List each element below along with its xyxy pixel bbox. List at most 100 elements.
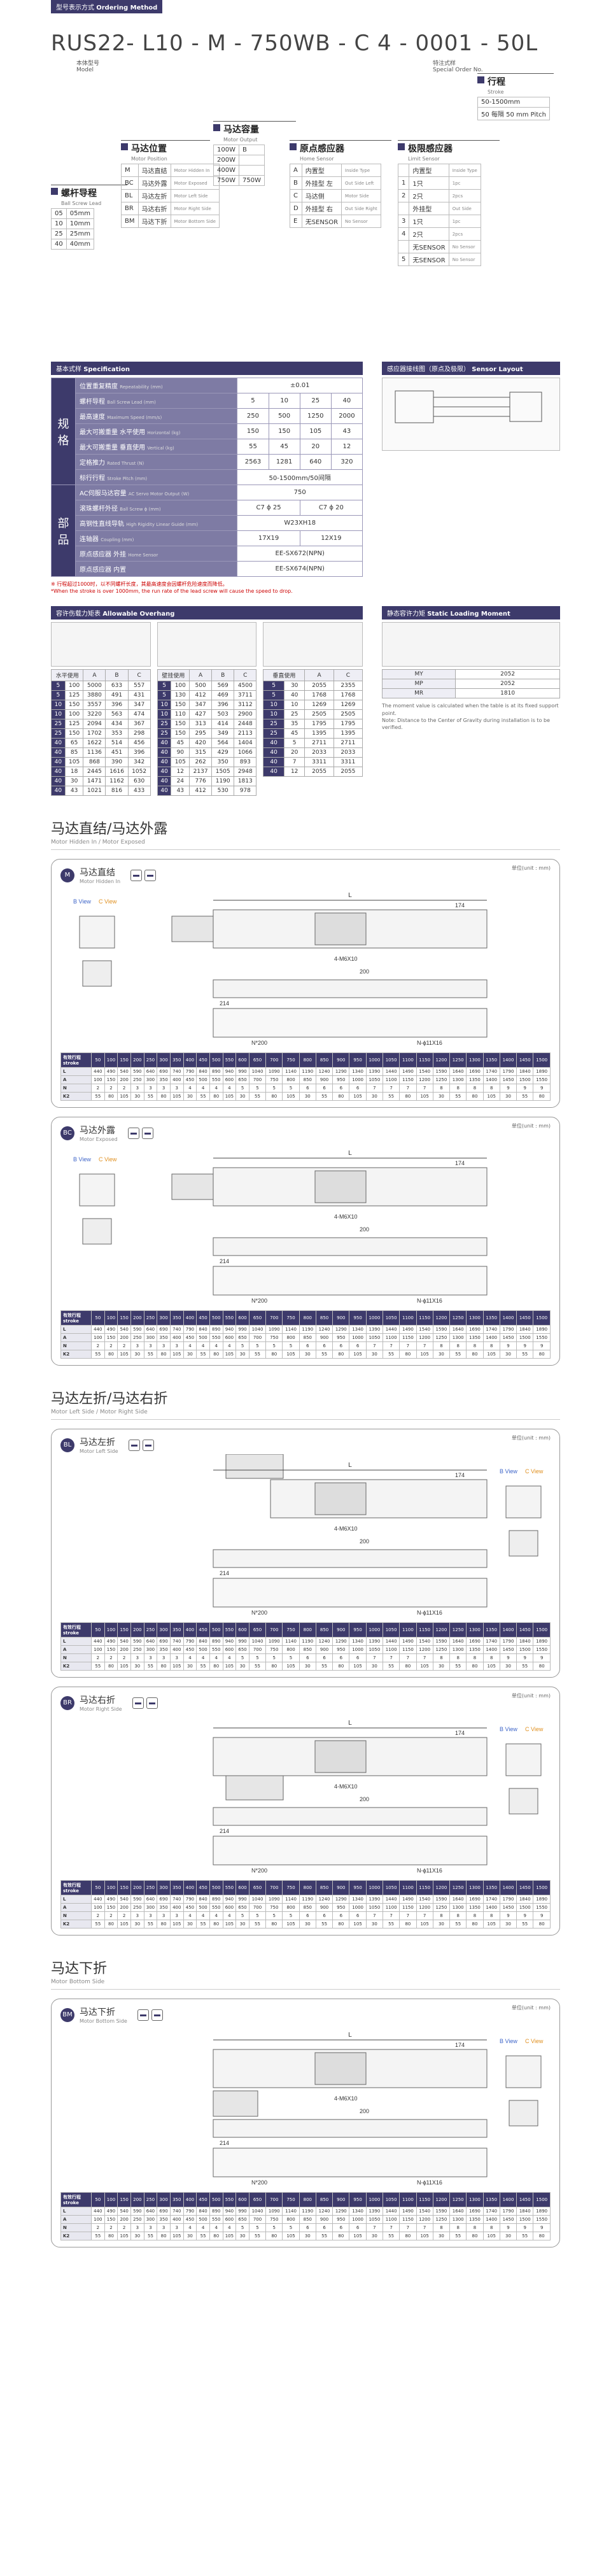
dimension-cell: 105 — [222, 1092, 237, 1101]
dimension-cell: 30 — [298, 1350, 316, 1359]
dimension-cell: 1400 — [482, 1903, 500, 1913]
dimension-cell: 1540 — [416, 1637, 433, 1646]
overhang-cell: 5 — [51, 690, 66, 701]
moment-value: 2052 — [455, 669, 560, 680]
dimension-cell: 200 — [117, 1075, 131, 1085]
dimension-stroke-cell: 650 — [248, 1310, 267, 1326]
dimension-cell: 55 — [382, 1662, 400, 1671]
actuator-icon — [137, 2009, 149, 2021]
dim-174-label: 174 — [455, 1472, 465, 1478]
overhang-cell: 353 — [105, 728, 129, 739]
motor-body — [213, 2090, 258, 2117]
dimension-cell: 1250 — [432, 1075, 451, 1085]
dimension-cell: 900 — [315, 1903, 334, 1913]
overhang-head-cell: 水平使用 — [50, 669, 84, 682]
dimension-cell: 4 — [183, 1084, 197, 1093]
dimension-cell: 9 — [533, 2223, 551, 2233]
option-cell-en: Out Side Right — [345, 206, 377, 211]
overhang-cell: 105 — [64, 757, 84, 768]
dimension-stroke-cell: 700 — [265, 1310, 283, 1326]
dimension-cell: 7 — [365, 1341, 384, 1351]
dimension-cell: 105 — [282, 1350, 300, 1359]
slider-table — [314, 2052, 367, 2085]
overhang-cell: 1269 — [304, 700, 334, 711]
dimension-stroke-cell: 150 — [117, 1622, 131, 1638]
option-cell: BL — [121, 189, 139, 202]
spec-unit: Coupling (mm) — [101, 537, 134, 542]
option-cell: 750W — [238, 175, 265, 186]
dimension-cell: 450 — [183, 1075, 197, 1085]
dimension-cell: 5 — [235, 1911, 249, 1921]
dimension-cell: 1200 — [416, 1903, 433, 1913]
option-cell — [397, 202, 410, 215]
dimension-cell: 80 — [399, 1350, 417, 1359]
dimension-cell: 590 — [130, 1325, 144, 1334]
dimension-cell: 5 — [248, 1911, 267, 1921]
dimension-cell: 6 — [332, 2223, 350, 2233]
dimension-stroke-cell: 1500 — [533, 1310, 551, 1326]
dimension-cell: 1350 — [466, 1333, 484, 1343]
dimension-cell: 55 — [382, 1350, 400, 1359]
overhang-cell: 1269 — [333, 700, 363, 711]
dimension-cell: 1440 — [382, 2207, 400, 2216]
dimension-cell: 300 — [143, 1903, 158, 1913]
dimension-cell: 55 — [315, 1092, 334, 1101]
dimension-cell: 740 — [169, 1637, 184, 1646]
dim-174-label: 174 — [455, 1160, 465, 1166]
lead-title: 螺杆导程 — [51, 185, 127, 201]
dimension-stroke-cell: 1250 — [449, 1622, 467, 1638]
overhang-cell: 1471 — [83, 776, 106, 787]
overhang-cell: 7 — [283, 757, 306, 768]
dimension-cell: 55 — [143, 1092, 158, 1101]
catalog-page: 型号表示方式 Ordering Method RUS22- L10 - M - … — [50, 0, 560, 2248]
spec-label-cn: 定格推力 — [80, 460, 105, 467]
option-cell: 4 — [397, 227, 410, 241]
dimension-cell: 1140 — [282, 2207, 300, 2216]
dimension-cell: 740 — [169, 2207, 184, 2216]
dimension-stroke-cell: 650 — [248, 2192, 267, 2208]
overhang-cell: 349 — [211, 728, 235, 739]
overhang-cell: 5 — [263, 690, 284, 701]
dimension-cell: 3 — [157, 1911, 171, 1921]
option-cell: 马达直结 — [137, 164, 171, 177]
dimension-cell: 790 — [183, 1637, 197, 1646]
dimension-cell: 3 — [143, 2223, 158, 2233]
actuator-icon — [130, 869, 143, 881]
spec-value: 250 — [237, 408, 269, 424]
dimension-cell: 105 — [416, 1350, 433, 1359]
dimension-cell: 3 — [143, 1653, 158, 1663]
motor-icon — [144, 869, 157, 881]
dimension-stroke-cell: 300 — [157, 1310, 171, 1326]
dimension-cell: 1840 — [516, 1325, 534, 1334]
option-cell: Motor Right Side — [170, 202, 220, 215]
dimension-cell: 3 — [143, 1084, 158, 1093]
dimension-cell: 80 — [209, 1920, 223, 1929]
dimension-stroke-cell: 1050 — [382, 1880, 400, 1896]
dimension-stroke-cell: 900 — [332, 1052, 350, 1068]
dimension-cell: 1840 — [516, 1067, 534, 1077]
dim-200-label: 200 — [360, 2108, 369, 2114]
body-label: 本体型号 — [76, 60, 100, 67]
dimension-stroke-cell: 1250 — [449, 2192, 467, 2208]
dimension-cell: 1200 — [416, 1333, 433, 1343]
dimension-stroke-cell: 950 — [349, 1622, 367, 1638]
overhang-cell: 40 — [51, 747, 66, 758]
drawing-title: 马达左折 — [80, 1438, 115, 1448]
spec-label: 最大可搬重量 垂直使用 Vertical (kg) — [74, 439, 238, 455]
motor-end-view — [509, 1530, 538, 1557]
overhang-head-cell: A — [189, 669, 213, 682]
